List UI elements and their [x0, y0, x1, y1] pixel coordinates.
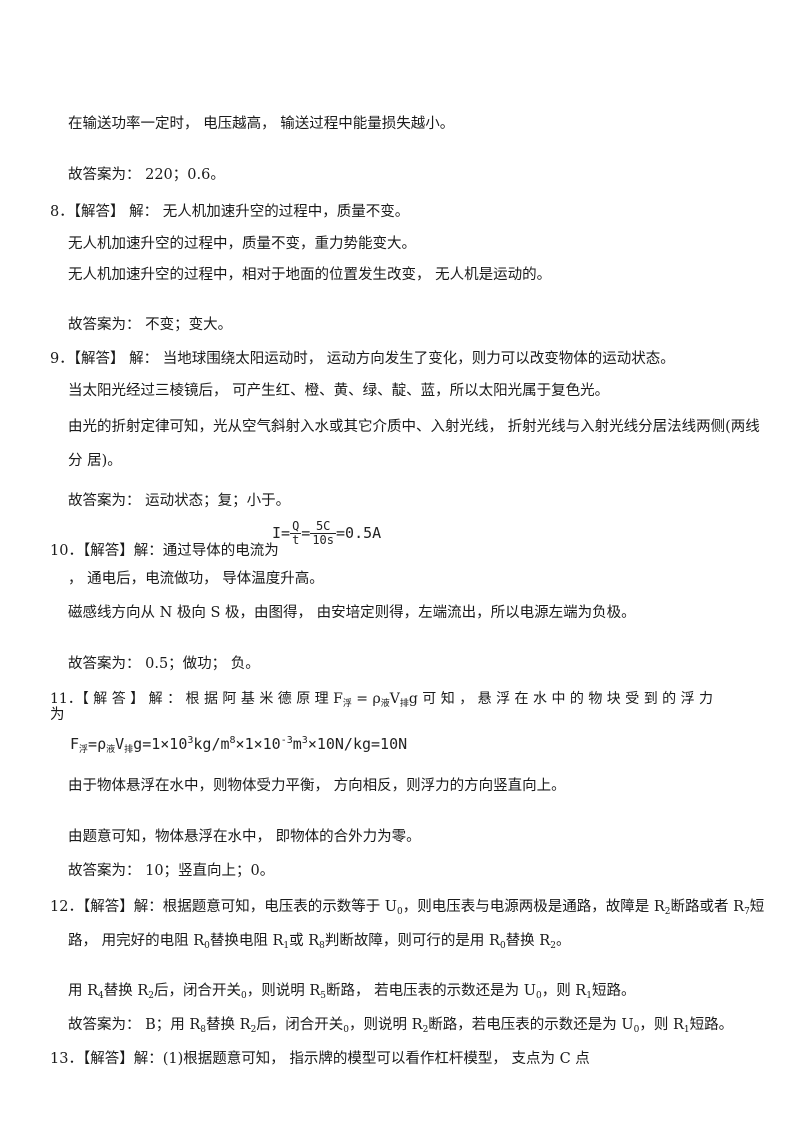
text-line: ， 通电后，电流做功， 导体温度升高。 [68, 571, 324, 587]
text-line: 用 R4替换 R2后，闭合开关0，则说明 R5断路， 若电压表的示数还是为 U0… [68, 983, 636, 1001]
answer-line: 故答案为： 0.5；做功； 负。 [68, 656, 260, 672]
text-line: 磁感线方向从 N 极向 S 极，由图得， 由安培定则得，左端流出，所以电源左端为… [68, 605, 636, 621]
question-8-heading: 8．【解答】 解： 无人机加速升空的过程中，质量不变。 [50, 204, 410, 220]
text-line: 由题意可知，物体悬浮在水中， 即物体的合外力为零。 [68, 829, 421, 845]
text-line: 无人机加速升空的过程中，质量不变，重力势能变大。 [68, 236, 416, 252]
text-line: 由光的折射定律可知，光从空气斜射入水或其它介质中、入射光线， 折射光线与入射光线… [68, 419, 760, 435]
question-13-heading: 13．【解答】解：(1)根据题意可知， 指示牌的模型可以看作杠杆模型， 支点为 … [50, 1051, 590, 1067]
answer-line: 故答案为： 不变；变大。 [68, 317, 233, 333]
answer-line: 故答案为： 10；竖直向上；0。 [68, 863, 275, 879]
answer-line: 故答案为： 220；0.6。 [68, 167, 225, 183]
question-11-heading: 11．【 解 答 】 解 ： 根 据 阿 基 米 德 原 理 F浮 = ρ液V排… [50, 691, 714, 709]
answer-line: 故答案为： 运动状态；复；小于。 [68, 493, 291, 509]
text-line: 路， 用完好的电阻 R0替换电阻 R1或 R8判断故障，则可行的是用 R0替换 … [68, 933, 571, 951]
buoyancy-formula: F浮=ρ液V排g=1×103kg/m8×1×10-3m3×10N/kg=10N [70, 735, 408, 755]
question-12-heading: 12．【解答】解：根据题意可知，电压表的示数等于 U0，则电压表与电源两极是通路… [50, 899, 765, 917]
answer-line: 故答案为： B；用 R8替换 R2后，闭合开关0，则说明 R2断路，若电压表的示… [68, 1017, 734, 1035]
text-line: 为 [50, 707, 65, 723]
text-line: 当太阳光经过三棱镜后， 可产生红、橙、黄、绿、靛、蓝，所以太阳光属于复色光。 [68, 383, 610, 399]
text-line: 在输送功率一定时， 电压越高， 输送过程中能量损失越小。 [68, 116, 455, 132]
question-9-heading: 9．【解答】 解： 当地球围绕太阳运动时， 运动方向发生了变化，则力可以改变物体… [50, 351, 675, 367]
text-line: 由于物体悬浮在水中，则物体受力平衡， 方向相反，则浮力的方向竖直向上。 [68, 778, 566, 794]
text-line: 分 居)。 [68, 453, 122, 469]
question-10-heading: 10．【解答】解：通过导体的电流为 [50, 543, 279, 559]
text-line: 无人机加速升空的过程中，相对于地面的位置发生改变， 无人机是运动的。 [68, 267, 552, 283]
